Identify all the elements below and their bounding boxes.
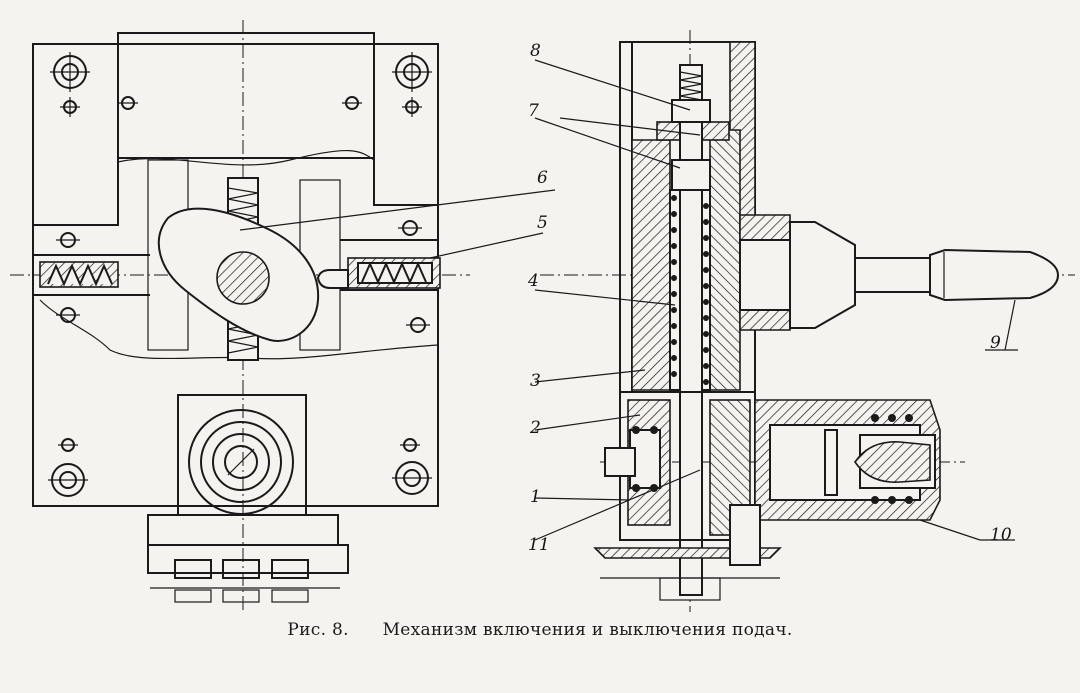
left-spring-icon	[39, 261, 119, 288]
lower-block	[177, 394, 307, 516]
right-view	[540, 30, 1075, 612]
screw-top-right-icon	[392, 52, 432, 92]
label-10: 10	[990, 525, 1012, 545]
pin-icon	[56, 96, 430, 452]
label-3: 3	[530, 371, 541, 391]
label-9: 9	[990, 333, 1001, 353]
central-shaft	[216, 251, 270, 305]
handle-knob	[929, 248, 1060, 302]
label-6: 6	[537, 168, 548, 188]
top-block	[117, 32, 375, 159]
central-rod	[679, 64, 703, 596]
screw-bottom-icon	[48, 461, 432, 497]
label-5: 5	[537, 213, 548, 233]
label-2: 2	[529, 418, 541, 438]
plunger-spring-icon	[871, 414, 913, 504]
label-11: 11	[528, 535, 550, 555]
part-labels: 8 7 6 5 4 3 2 1 11 9 10	[527, 41, 1012, 555]
left-view	[10, 20, 470, 610]
label-4: 4	[527, 271, 539, 291]
figure-caption: Рис. 8. Механизм включения и выключения …	[0, 620, 1080, 640]
right-spring-icon	[316, 257, 441, 289]
figure-number: Рис. 8.	[287, 620, 349, 640]
leader-lines	[239, 59, 1018, 541]
figure-title: Механизм включения и выключения подач.	[382, 620, 793, 640]
label-8: 8	[530, 41, 541, 61]
label-1: 1	[530, 487, 541, 507]
screw-top-left-icon	[50, 52, 90, 92]
label-7: 7	[528, 101, 539, 121]
handle-hub	[789, 221, 856, 329]
